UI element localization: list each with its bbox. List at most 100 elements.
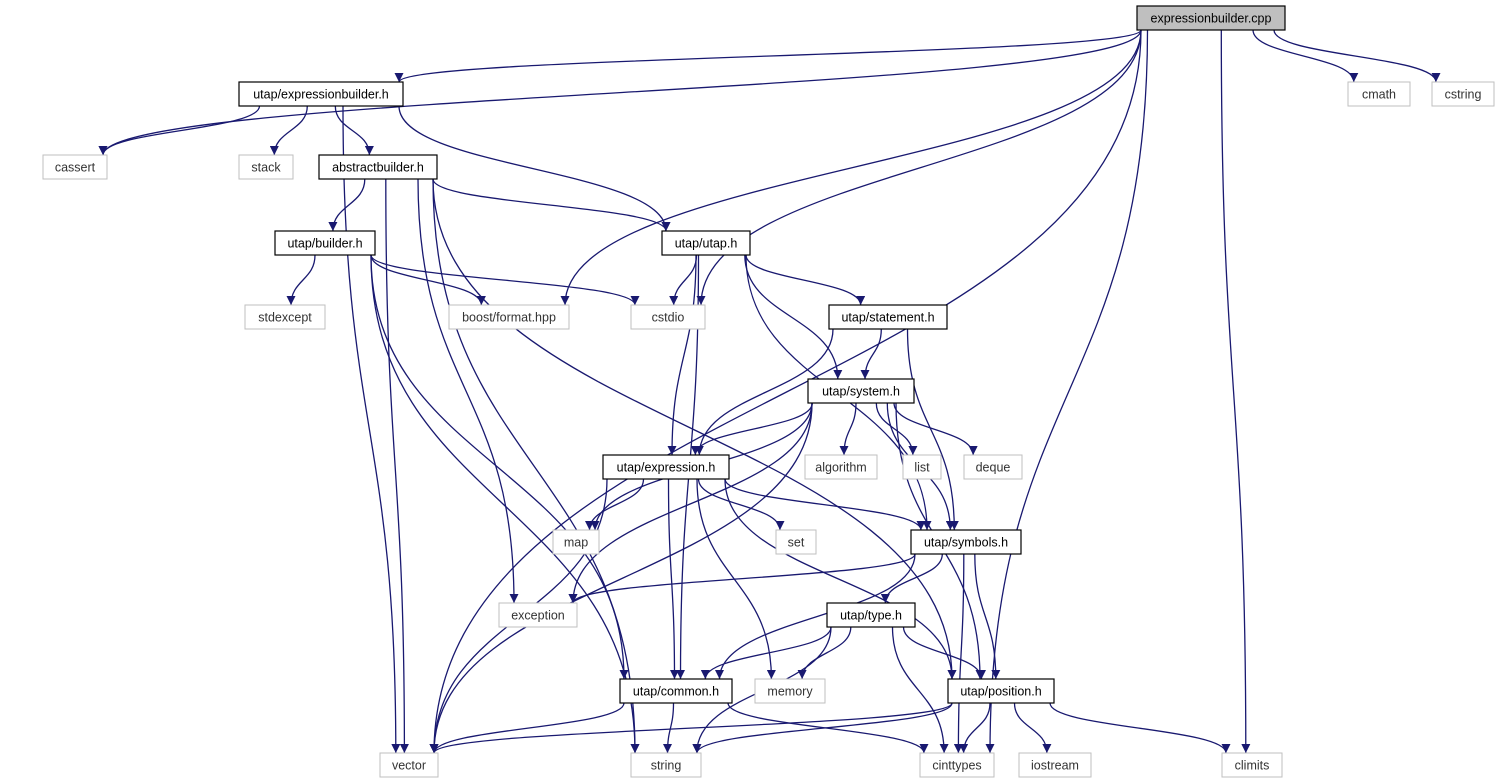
node-label-deque: deque <box>976 461 1011 475</box>
node-symh[interactable]: utap/symbols.h <box>910 529 1022 555</box>
node-box-cinttypes <box>919 752 995 778</box>
edge-ebh-to-vector <box>342 105 401 754</box>
node-poh[interactable]: utap/position.h <box>947 678 1055 704</box>
node-cinttypes: cinttypes <box>919 752 995 778</box>
node-label-vector: vector <box>392 759 426 773</box>
node-box-stdexcept <box>244 304 326 330</box>
node-label-cmath: cmath <box>1362 88 1396 102</box>
node-label-algorithm: algorithm <box>815 461 866 475</box>
node-label-iostream: iostream <box>1031 759 1079 773</box>
node-box-algorithm <box>804 454 878 480</box>
edge-bh-to-string <box>370 254 640 754</box>
node-box-bfh <box>448 304 570 330</box>
node-box-deque <box>963 454 1023 480</box>
node-label-exh: utap/expression.h <box>617 461 716 475</box>
edge-syh-to-exh <box>690 402 813 456</box>
node-label-climits: climits <box>1235 759 1270 773</box>
node-label-cassert: cassert <box>55 161 96 175</box>
node-cassert: cassert <box>42 154 108 180</box>
edge-sth-to-symh <box>906 328 959 531</box>
edge-exh-to-symh <box>724 478 926 531</box>
node-box-exh <box>602 454 730 480</box>
edge-ebh-to-stack <box>269 105 308 156</box>
edge-uh-to-cstdio <box>669 254 698 306</box>
node-exh[interactable]: utap/expression.h <box>602 454 730 480</box>
node-box-tyh <box>826 602 916 628</box>
edge-root-to-ebh <box>394 29 1142 83</box>
node-label-bh: utap/builder.h <box>287 237 362 251</box>
node-coh[interactable]: utap/common.h <box>619 678 733 704</box>
node-syh[interactable]: utap/system.h <box>807 378 915 404</box>
edge-exh-to-set <box>697 478 785 531</box>
node-box-poh <box>947 678 1055 704</box>
node-label-list: list <box>914 461 930 475</box>
edge-bh-to-cstdio <box>370 254 640 306</box>
edge-root-to-cinttypes <box>985 29 1149 754</box>
node-abh[interactable]: abstractbuilder.h <box>318 154 438 180</box>
edge-root-to-vector <box>429 29 1142 754</box>
edge-abh-to-vector <box>385 178 409 754</box>
node-stack: stack <box>238 154 294 180</box>
edge-poh-to-cinttypes <box>959 702 991 754</box>
node-box-cstdio <box>630 304 706 330</box>
node-list: list <box>902 454 942 480</box>
edge-root-to-cstdio <box>696 29 1142 306</box>
edge-exh-to-map <box>585 478 645 531</box>
node-box-stack <box>238 154 294 180</box>
edge-root-to-cmath <box>1252 29 1359 83</box>
edge-tyh-to-coh <box>700 626 832 680</box>
edge-root-to-bfh <box>560 29 1142 306</box>
node-label-set: set <box>788 536 805 550</box>
edge-bh-to-coh <box>370 254 629 680</box>
node-label-syh: utap/system.h <box>822 385 900 399</box>
edge-symh-to-exception <box>568 553 916 604</box>
node-root[interactable]: expressionbuilder.cpp <box>1136 5 1286 31</box>
node-label-root: expressionbuilder.cpp <box>1151 12 1272 26</box>
node-label-exception: exception <box>511 609 565 623</box>
node-ebh[interactable]: utap/expressionbuilder.h <box>238 81 404 107</box>
node-climits: climits <box>1221 752 1283 778</box>
node-label-cstring: cstring <box>1445 88 1482 102</box>
node-label-stdexcept: stdexcept <box>258 311 312 325</box>
edge-root-to-cassert <box>98 29 1142 156</box>
edge-syh-to-deque <box>893 402 978 456</box>
node-sth[interactable]: utap/statement.h <box>828 304 948 330</box>
edge-coh-to-string <box>663 702 675 754</box>
edge-sth-to-exh <box>694 328 834 456</box>
edge-ebh-to-uh <box>398 105 671 232</box>
node-label-cstdio: cstdio <box>652 311 685 325</box>
node-map: map <box>552 529 600 555</box>
node-label-poh: utap/position.h <box>960 685 1041 699</box>
node-box-map <box>552 529 600 555</box>
edge-coh-to-vector <box>429 702 625 754</box>
edge-symh-to-poh <box>974 553 1001 680</box>
node-iostream: iostream <box>1018 752 1092 778</box>
edge-symh-to-tyh <box>880 553 943 604</box>
node-label-tyh: utap/type.h <box>840 609 902 623</box>
node-set: set <box>775 529 817 555</box>
node-uh[interactable]: utap/utap.h <box>661 230 751 256</box>
node-cstring: cstring <box>1431 81 1495 107</box>
node-box-cmath <box>1347 81 1411 107</box>
node-box-cstring <box>1431 81 1495 107</box>
edge-abh-to-bh <box>328 178 366 232</box>
node-box-ebh <box>238 81 404 107</box>
node-box-root <box>1136 5 1286 31</box>
node-vector: vector <box>379 752 439 778</box>
edge-syh-to-list <box>875 402 918 456</box>
node-bh[interactable]: utap/builder.h <box>274 230 376 256</box>
edge-tyh-to-memory <box>797 626 852 680</box>
node-box-exception <box>498 602 578 628</box>
node-box-bh <box>274 230 376 256</box>
edge-symh-to-cinttypes <box>953 553 965 754</box>
node-box-coh <box>619 678 733 704</box>
edge-bh-to-stdexcept <box>286 254 316 306</box>
node-tyh[interactable]: utap/type.h <box>826 602 916 628</box>
edge-exh-to-poh <box>724 478 957 680</box>
edge-poh-to-vector <box>429 702 953 754</box>
edge-root-to-cstring <box>1273 29 1441 83</box>
node-box-sth <box>828 304 948 330</box>
edge-uh-to-exh <box>667 254 697 456</box>
edge-sth-to-syh <box>860 328 882 380</box>
